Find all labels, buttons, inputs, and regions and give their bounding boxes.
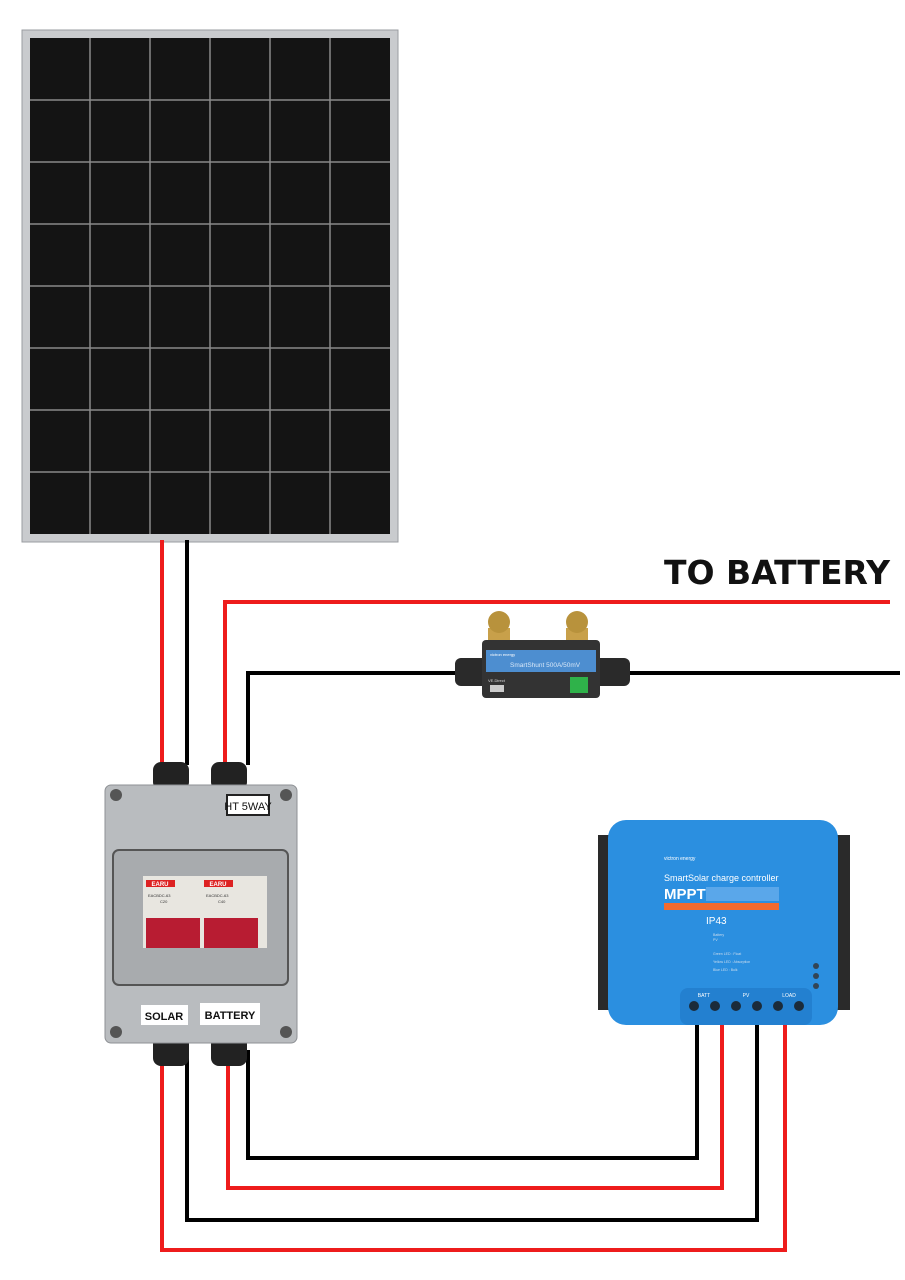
controller-model: MPPT [664,886,706,903]
solar-breaker-switch[interactable] [146,918,200,948]
breaker-battery-rating: C40 [218,899,226,904]
led-yellow-legend: Yellow LED : Absorption [713,960,750,964]
spec-pv: PV [713,938,718,942]
mppt-charge-controller: victron energy SmartSolar charge control… [598,820,850,1025]
battery-label: BATTERY [205,1010,256,1022]
shunt-model: SmartShunt 500A/50mV [510,662,581,669]
controller-pv-negative-wire [185,1022,759,1222]
solar-panel [21,29,399,543]
terminal-pv-label: PV [743,993,750,999]
battery-negative-wire [246,671,900,765]
led-blue-legend: Blue LED : Bulk [713,968,738,972]
wires [160,540,900,1252]
terminal-batt-label: BATT [698,993,710,999]
breaker-solar-rating: C20 [160,899,168,904]
solar-label: SOLAR [145,1011,184,1023]
controller-batt-negative-wire [246,1022,699,1160]
breaker-brand-solar: EARU [151,882,168,888]
battery-breaker-switch[interactable] [204,918,258,948]
shunt-port-label: VE.Direct [488,678,506,683]
led-green-legend: Green LED : Float [713,952,741,956]
controller-brand: victron energy [664,856,696,862]
controller-pv-positive-wire [160,1022,787,1252]
spec-battery: Battery [713,933,724,937]
controller-batt-positive-wire [226,1022,724,1190]
combiner-box: HT 5WAY EARU EACBDC-63 C20 EARU EACBDC-6… [104,762,298,1066]
breaker-battery-model: EACBDC-63 [206,893,229,898]
smart-shunt: victron energy SmartShunt 500A/50mV VE.D… [455,611,630,698]
breaker-brand-battery: EARU [209,882,226,888]
shunt-brand: victron energy [490,652,515,657]
controller-ip-rating: IP43 [706,916,727,927]
breaker-solar-model: EACBDC-63 [148,893,171,898]
controller-product: SmartSolar charge controller [664,873,779,883]
to-battery-heading: TO BATTERY [664,553,891,592]
terminal-load-label: LOAD [782,993,796,999]
combiner-box-label: HT 5WAY [224,801,272,813]
battery-positive-wire [223,600,890,765]
